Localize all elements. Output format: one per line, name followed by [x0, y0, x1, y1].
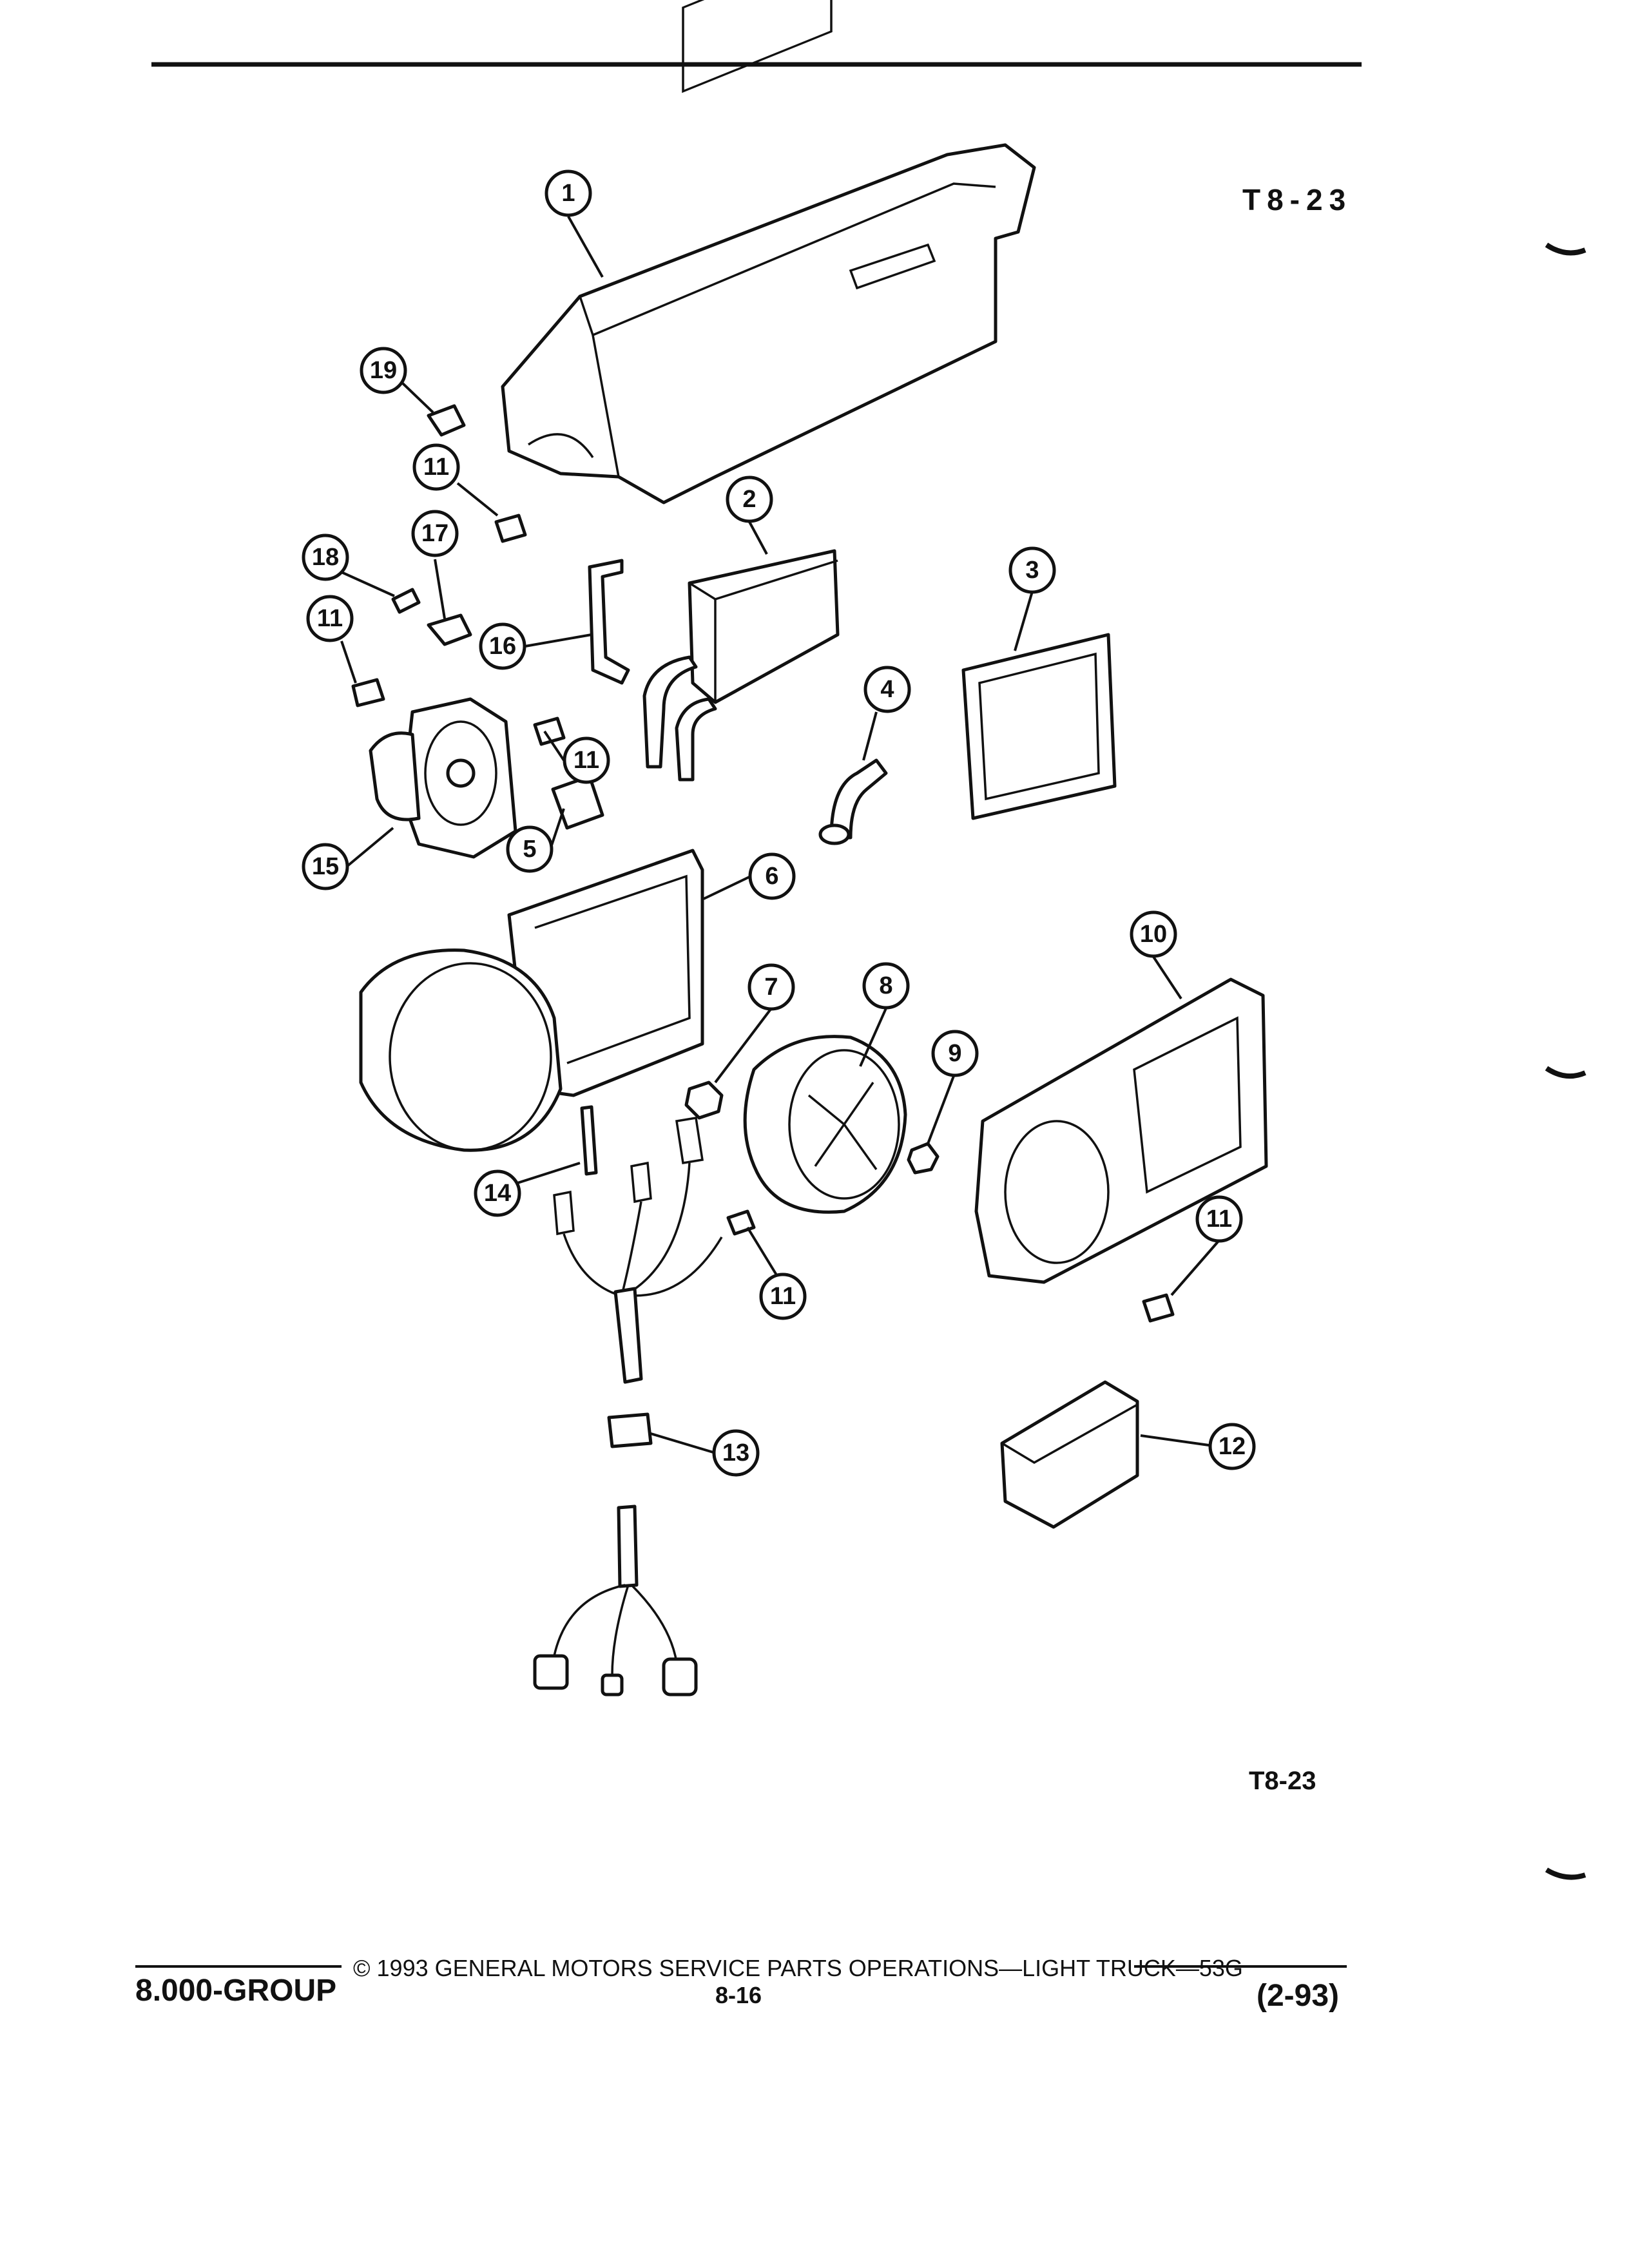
part-7-nut — [684, 1081, 724, 1120]
callout-9: 9 — [931, 1030, 979, 1077]
callout-3: 3 — [1008, 546, 1056, 594]
callout-11: 11 — [759, 1273, 807, 1320]
part-14-pin — [580, 1105, 598, 1176]
callout-label: 13 — [722, 1439, 749, 1466]
part-13-wiring-harness — [533, 1116, 723, 1696]
callout-8: 8 — [862, 962, 910, 1010]
part-9-nut — [907, 1142, 940, 1175]
part-11-screw-d — [1142, 1293, 1175, 1323]
callout-18: 18 — [302, 533, 349, 581]
part-15-blower-motor — [369, 697, 517, 859]
callout-2: 2 — [726, 476, 773, 523]
part-8-blower-wheel — [743, 1035, 907, 1214]
callout-label: 8 — [879, 972, 892, 999]
leader-lines — [340, 216, 1220, 1454]
callout-label: 11 — [770, 1283, 796, 1310]
part-1-heater-cover — [501, 0, 1036, 505]
part-19-screw — [427, 404, 466, 437]
callout-7: 7 — [747, 963, 795, 1011]
callout-16: 16 — [479, 622, 526, 670]
callout-12: 12 — [1208, 1423, 1256, 1470]
callout-label: 9 — [948, 1040, 961, 1067]
callout-11: 11 — [563, 736, 610, 784]
callout-label: 18 — [312, 544, 339, 571]
callout-11: 11 — [412, 443, 460, 491]
callout-15: 15 — [302, 843, 349, 890]
callout-label: 10 — [1140, 921, 1167, 948]
figure-id-top: T8-23 — [1242, 183, 1353, 216]
binding-mark — [1545, 242, 1586, 256]
part-16-bracket — [588, 559, 630, 685]
part-18-screw — [391, 588, 421, 614]
callout-label: 16 — [489, 633, 516, 660]
part-10-blower-case — [974, 977, 1268, 1284]
callout-14: 14 — [474, 1169, 521, 1217]
callout-label: 11 — [317, 605, 343, 632]
part-12-cover — [1000, 1380, 1139, 1529]
callout-label: 19 — [370, 357, 397, 384]
part-17-clip — [427, 613, 472, 646]
callout-5: 5 — [506, 825, 554, 873]
footer-section: 8.000-GROUP — [135, 1974, 337, 2008]
footer-copyright: © 1993 GENERAL MOTORS SERVICE PARTS OPER… — [353, 1955, 1243, 1981]
part-2-heater-core — [642, 549, 840, 782]
callout-11: 11 — [306, 595, 354, 642]
callout-label: 14 — [484, 1180, 511, 1207]
callout-13: 13 — [712, 1429, 760, 1477]
callout-label: 11 — [423, 454, 449, 481]
callout-11: 11 — [1195, 1195, 1243, 1243]
binding-mark — [1545, 1867, 1586, 1880]
callout-label: 15 — [312, 853, 339, 880]
binding-mark — [1545, 1066, 1586, 1079]
footer-date: (2-93) — [1257, 1979, 1340, 2013]
part-11-screw-a — [494, 514, 527, 543]
callout-label: 12 — [1219, 1433, 1246, 1460]
callout-10: 10 — [1130, 910, 1177, 958]
callout-6: 6 — [748, 852, 796, 900]
callout-label: 2 — [742, 486, 756, 513]
part-11-screw-b — [351, 678, 385, 707]
part-6-blower-housing — [359, 849, 704, 1152]
callout-label: 7 — [764, 974, 778, 1001]
callout-label: 6 — [765, 863, 778, 890]
callout-label: 5 — [523, 836, 536, 863]
callout-label: 3 — [1025, 557, 1039, 584]
callout-17: 17 — [411, 510, 459, 557]
footer-page-number: 8-16 — [715, 1982, 762, 2008]
callout-19: 19 — [360, 347, 407, 394]
callout-label: 1 — [561, 180, 575, 207]
part-3-filter — [961, 633, 1117, 820]
callout-label: 4 — [880, 676, 894, 703]
figure-id-bottom: T8-23 — [1249, 1767, 1316, 1795]
callout-label: 11 — [574, 747, 599, 774]
callout-4: 4 — [863, 666, 911, 713]
callout-label: 17 — [421, 520, 448, 547]
part-4-hose — [818, 758, 888, 845]
callout-label: 11 — [1206, 1206, 1232, 1233]
part-11-screw-c — [533, 716, 566, 746]
callout-1: 1 — [545, 169, 592, 217]
